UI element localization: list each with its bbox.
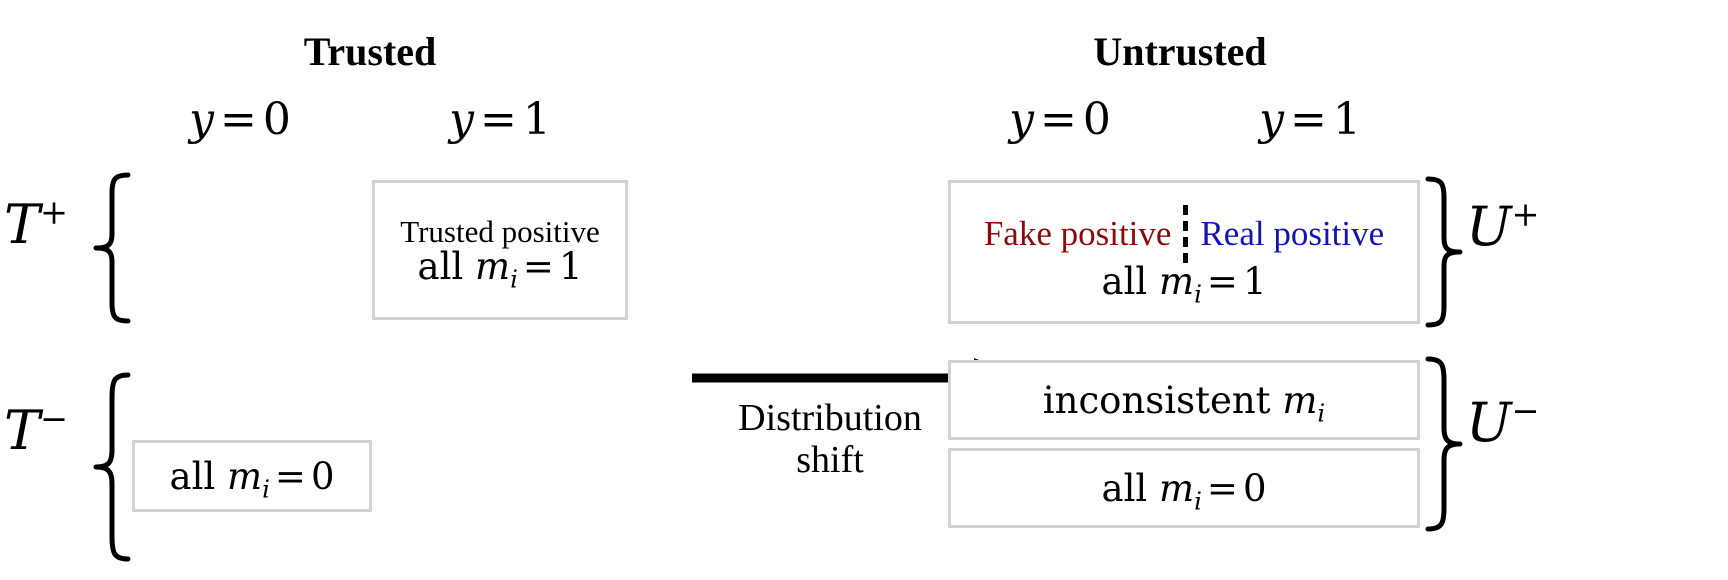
distribution-shift-label-line1: Distribution [738,397,922,439]
untrusted-panel-title: Untrusted [1093,29,1267,74]
trusted-col1-num: 1 [522,94,551,145]
untrusted-positive-divider [1183,204,1189,263]
up-eq-num: 1 [1242,259,1267,303]
box-untrusted-negative: all mi=0 [948,448,1420,528]
ui-eq-word: inconsistent [1042,378,1271,422]
trusted-col0-var: y [189,94,214,145]
untrusted-positive-split-row: Fake positive Real positive [983,204,1385,263]
tn-eq-sub: i [262,473,270,503]
set-label-untrusted-positive-base: U [1466,195,1512,258]
untrusted-column-header-y1: y=1 [1190,98,1430,142]
set-label-trusted-negative-base: T [4,399,41,462]
trusted-panel-title: Trusted [303,29,437,74]
distribution-shift-label-line2: shift [796,438,864,481]
untrusted-col1-op: = [1289,94,1327,145]
untrusted-column-header-y0: y=0 [940,98,1180,142]
untrusted-fake-positive-label: Fake positive [983,213,1172,253]
box-untrusted-positive: Fake positive Real positive all mi=1 [948,180,1420,324]
trusted-col1-var: y [449,94,474,145]
up-eq-sub: i [1194,278,1202,308]
untrusted-col0-op: = [1039,94,1077,145]
box-untrusted-inconsistent-equation: inconsistent mi [1042,378,1325,425]
trusted-col0-op: = [219,94,257,145]
ui-eq-var: m [1282,378,1318,422]
set-label-untrusted-positive: U+ [1466,198,1540,254]
up-eq-op: = [1206,259,1238,303]
untrusted-col1-num: 1 [1332,94,1361,145]
up-eq-var: m [1159,259,1195,303]
trusted-col1-op: = [479,94,517,145]
set-label-trusted-negative-sup: − [40,399,69,438]
tp-eq-sub: i [510,264,518,294]
set-label-untrusted-positive-sup: + [1511,195,1540,234]
tn-eq-var: m [227,454,263,498]
box-trusted-positive-equation: all mi=1 [417,245,583,291]
set-label-untrusted-negative-sup: − [1511,391,1540,430]
box-untrusted-positive-equation: all mi=1 [1101,259,1267,306]
tn-eq-num: 0 [310,454,335,498]
box-untrusted-inconsistent: inconsistent mi [948,360,1420,440]
box-trusted-negative-equation: all mi=0 [169,454,335,501]
set-label-trusted-positive-sup: + [40,193,69,232]
un-eq-sub: i [1194,485,1202,515]
trusted-column-header-y1: y=1 [380,98,620,142]
untrusted-real-positive-label: Real positive [1200,213,1385,253]
tp-eq-num: 1 [558,245,583,289]
box-trusted-positive-title: Trusted positive [400,213,600,249]
trusted-col0-num: 0 [262,94,291,145]
un-eq-num: 0 [1242,466,1267,510]
tp-eq-var: m [475,245,511,289]
set-label-trusted-negative: T− [4,402,68,458]
brace-trusted-positive [90,172,132,329]
box-untrusted-negative-equation: all mi=0 [1101,466,1267,513]
up-eq-word: all [1101,259,1148,303]
set-label-untrusted-negative: U− [1466,394,1540,450]
untrusted-col0-num: 0 [1082,94,1111,145]
un-eq-op: = [1206,466,1238,510]
untrusted-col0-var: y [1009,94,1034,145]
un-eq-var: m [1159,466,1195,510]
tp-eq-op: = [522,245,554,289]
ui-eq-sub: i [1317,397,1326,427]
tn-eq-word: all [169,454,216,498]
brace-trusted-negative [90,372,132,567]
distribution-shift-label: Distribution shift [660,397,1000,482]
set-label-untrusted-negative-base: U [1466,391,1512,454]
tp-eq-word: all [417,245,464,289]
set-label-trusted-positive: T+ [4,196,68,252]
un-eq-word: all [1101,466,1148,510]
box-trusted-negative: all mi=0 [132,440,372,512]
trusted-column-header-y0: y=0 [120,98,360,142]
brace-untrusted-positive [1424,176,1466,333]
box-trusted-positive: Trusted positive all mi=1 [372,180,628,320]
tn-eq-op: = [274,454,306,498]
brace-untrusted-negative [1424,356,1466,537]
untrusted-col1-var: y [1259,94,1284,145]
set-label-trusted-positive-base: T [4,193,41,256]
